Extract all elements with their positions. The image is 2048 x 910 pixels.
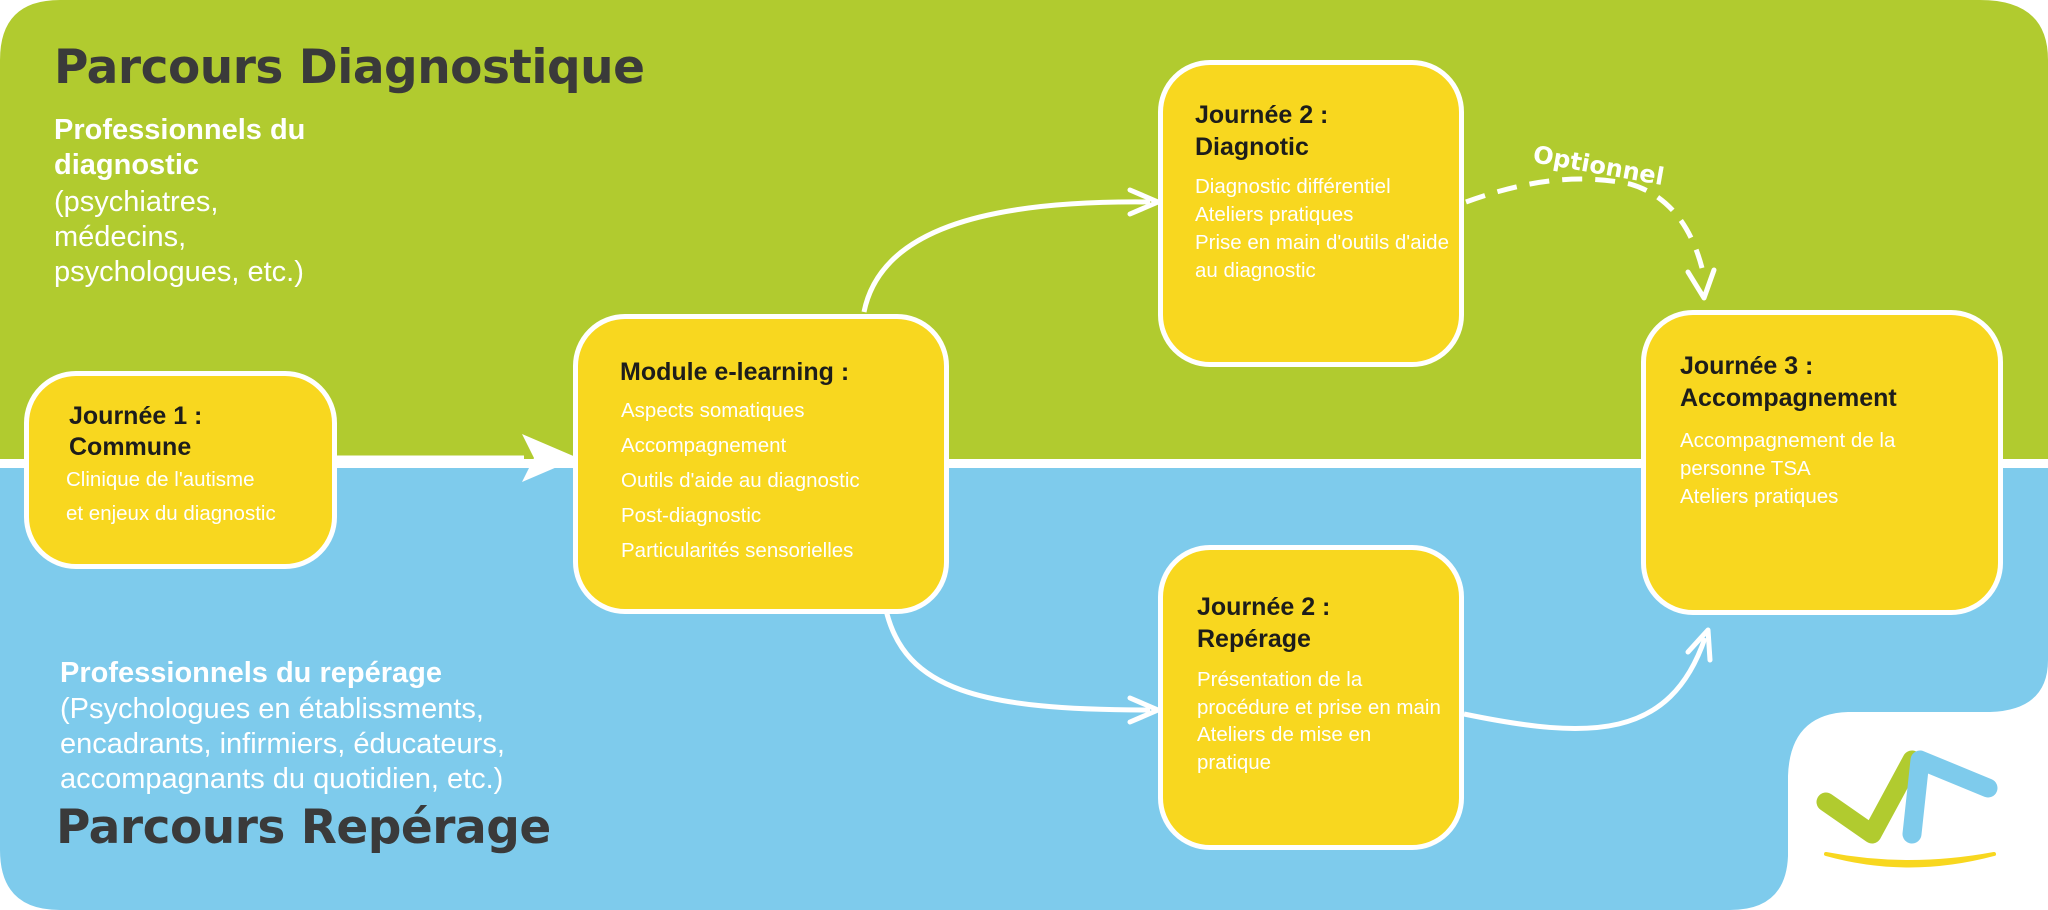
vn-logo-icon bbox=[1816, 750, 1998, 868]
arrow-reperage-to-day3 bbox=[1463, 637, 1708, 732]
day1-line1: Clinique de l'autisme bbox=[66, 468, 255, 491]
day2-diagnostic-title-line1: Journée 2 : bbox=[1195, 101, 1329, 129]
day2-diagnostic-line4: au diagnostic bbox=[1195, 259, 1316, 282]
elearning-line1: Aspects somatiques bbox=[621, 399, 805, 422]
day3-line2: personne TSA bbox=[1680, 457, 1811, 480]
logo-green-stroke bbox=[1816, 750, 1922, 844]
band-divider bbox=[0, 459, 2048, 468]
day3-line1: Accompagnement de la bbox=[1680, 429, 1896, 452]
diagnostic-track-title: Parcours Diagnostique bbox=[54, 40, 645, 95]
logo-yellow-smile bbox=[1824, 852, 1996, 868]
arrowhead-day3 bbox=[1685, 627, 1713, 663]
elearning-line5: Particularités sensorielles bbox=[621, 539, 854, 562]
arrow-elearning-to-reperage bbox=[883, 609, 1151, 713]
elearning-box: Module e-learning : Aspects somatiques A… bbox=[573, 314, 949, 614]
day2-diagnostic-box: Journée 2 : Diagnotic Diagnostic différe… bbox=[1158, 60, 1464, 367]
day1-title-line1: Journée 1 : bbox=[69, 402, 203, 430]
elearning-line2: Accompagnement bbox=[621, 434, 787, 457]
day2-reperage-line1: Présentation de la bbox=[1197, 668, 1363, 691]
day2-reperage-box: Journée 2 : Repérage Présentation de la … bbox=[1158, 545, 1464, 850]
optional-label: Optionnel bbox=[1528, 138, 1678, 198]
day2-reperage-line4: pratique bbox=[1197, 751, 1272, 774]
elearning-title: Module e-learning : bbox=[620, 358, 850, 386]
logo-blue-stroke bbox=[1902, 750, 1998, 844]
arrowhead-day1 bbox=[522, 434, 578, 482]
day3-box: Journée 3 : Accompagnement Accompagnemen… bbox=[1641, 310, 2003, 615]
day2-diagnostic-line3: Prise en main d'outils d'aide bbox=[1195, 231, 1449, 254]
diagnostic-audience-title: Professionnels du diagnostic bbox=[54, 114, 306, 181]
day3-line3: Ateliers pratiques bbox=[1680, 485, 1839, 508]
day2-reperage-title-line2: Repérage bbox=[1197, 625, 1311, 653]
day3-title-line1: Journée 3 : bbox=[1680, 352, 1814, 380]
day2-reperage-title-line1: Journée 2 : bbox=[1197, 593, 1331, 621]
elearning-line4: Post-diagnostic bbox=[621, 504, 762, 527]
day2-diagnostic-title-line2: Diagnotic bbox=[1195, 133, 1309, 161]
reperage-audience-detail: (Psychologues en établissments, encadran… bbox=[60, 693, 505, 795]
day2-reperage-line2: procédure et prise en main bbox=[1197, 696, 1441, 719]
day2-diagnostic-line1: Diagnostic différentiel bbox=[1195, 175, 1391, 198]
day2-diagnostic-line2: Ateliers pratiques bbox=[1195, 203, 1354, 226]
reperage-track-title: Parcours Repérage bbox=[56, 800, 551, 855]
day1-box: Journée 1 : Commune Clinique de l'autism… bbox=[24, 371, 337, 569]
arrow-elearning-to-diagnostic bbox=[861, 199, 1151, 313]
arrow-optional-dashed bbox=[1465, 176, 1705, 269]
day1-line2: et enjeux du diagnostic bbox=[66, 502, 276, 525]
day1-title-line2: Commune bbox=[69, 433, 192, 461]
diagnostic-audience-detail: (psychiatres, médecins, psychologues, et… bbox=[54, 186, 304, 288]
reperage-audience-title: Professionnels du repérage bbox=[60, 657, 442, 689]
svg-text:Optionnel: Optionnel bbox=[1531, 140, 1666, 191]
day3-title-line2: Accompagnement bbox=[1680, 384, 1897, 412]
elearning-line3: Outils d'aide au diagnostic bbox=[621, 469, 860, 492]
arrowhead-optional bbox=[1685, 267, 1717, 301]
day2-reperage-line3: Ateliers de mise en bbox=[1197, 723, 1372, 746]
